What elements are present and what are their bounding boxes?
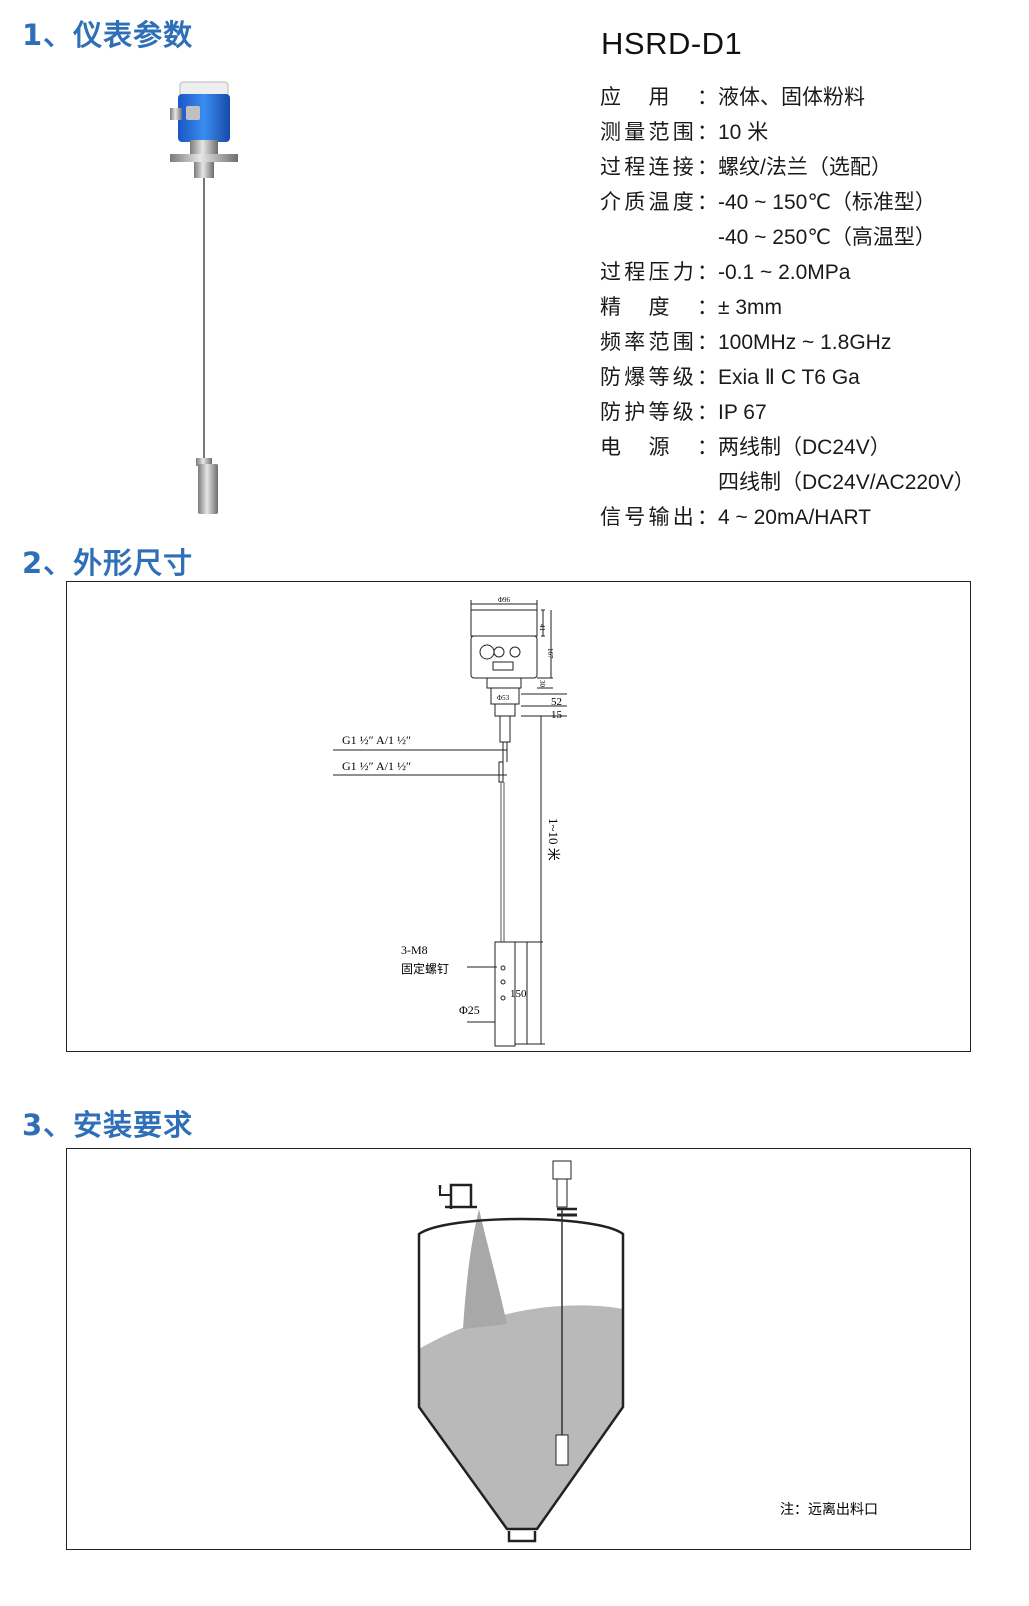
spec-value: 四线制（DC24V/AC220V） — [718, 471, 975, 494]
spec-row: 防爆等级：Exia Ⅱ C T6 Ga — [600, 360, 1025, 395]
dim-167: 167 — [546, 648, 554, 659]
section-title-parameters: 1、仪表参数 — [22, 18, 194, 52]
spec-label: 介质温度： — [600, 190, 718, 214]
spec-value: -40 ~ 250℃（高温型） — [718, 226, 936, 249]
spec-value: -0.1 ~ 2.0MPa — [718, 261, 851, 284]
spec-row: 应用：液体、固体粉料 — [600, 80, 1025, 115]
installation-drawing: 注：远离出料口 — [417, 1160, 878, 1543]
spec-label: 过程压力： — [600, 260, 718, 284]
dim-flange: Φ53 — [497, 694, 510, 702]
spec-value: 两线制（DC24V） — [718, 436, 891, 459]
spec-row: 测量范围：10 米 — [600, 115, 1025, 150]
spec-value: IP 67 — [718, 401, 767, 424]
section-title-dimensions: 2、外形尺寸 — [22, 546, 194, 580]
spec-row: -40 ~ 250℃（高温型） — [600, 220, 1025, 255]
spec-label: 过程连接： — [600, 155, 718, 179]
spec-row: 电源：两线制（DC24V） — [600, 430, 1025, 465]
spec-row: 防护等级：IP 67 — [600, 395, 1025, 430]
spec-row: 过程压力：-0.1 ~ 2.0MPa — [600, 255, 1025, 290]
spec-value: -40 ~ 150℃（标准型） — [718, 191, 936, 214]
spec-value: 10 米 — [718, 121, 769, 144]
spec-label: 频率范围： — [600, 330, 718, 354]
screw-code: 3-M8 — [401, 943, 428, 957]
spec-value: Exia Ⅱ C T6 Ga — [718, 366, 860, 389]
thread-label-2: G1 ½″ A/1 ½″ — [342, 759, 411, 773]
dim-52: 52 — [551, 696, 562, 708]
spec-row: 过程连接：螺纹/法兰（选配） — [600, 150, 1025, 185]
dimension-drawing: Φ96 41 167 30 Φ53 52 15 G1 ½″ A/1 ½″ G1 … — [333, 596, 567, 1047]
dim-41: 41 — [538, 624, 546, 632]
spec-value: 螺纹/法兰（选配） — [718, 156, 892, 179]
dim-weight-diameter: Φ25 — [459, 1003, 480, 1017]
dimension-drawing-panel: Φ96 41 167 30 Φ53 52 15 G1 ½″ A/1 ½″ G1 … — [66, 581, 971, 1052]
spec-row: 精度：± 3mm — [600, 290, 1025, 325]
install-note: 注：远离出料口 — [780, 1501, 878, 1518]
spec-row: 四线制（DC24V/AC220V） — [600, 465, 1025, 500]
dim-rod-length: 1~10 米 — [546, 818, 561, 861]
dim-15: 15 — [551, 709, 563, 721]
spec-value: 100MHz ~ 1.8GHz — [718, 331, 892, 354]
spec-list: 应用：液体、固体粉料 测量范围：10 米 过程连接：螺纹/法兰（选配） 介质温度… — [600, 80, 1025, 535]
spec-value: 4 ~ 20mA/HART — [718, 506, 872, 529]
spec-label: 测量范围： — [600, 120, 718, 144]
dim-30: 30 — [538, 680, 546, 688]
spec-label: 防护等级： — [600, 400, 718, 424]
spec-label: 应用： — [600, 85, 718, 109]
spec-value: ± 3mm — [718, 296, 783, 319]
section-title-installation: 3、安装要求 — [22, 1108, 194, 1142]
spec-value: 液体、固体粉料 — [718, 86, 865, 109]
installation-drawing-panel: 注：远离出料口 — [66, 1148, 971, 1550]
spec-row: 频率范围：100MHz ~ 1.8GHz — [600, 325, 1025, 360]
dim-head-width: Φ96 — [498, 596, 511, 604]
model-number: HSRD-D1 — [601, 26, 743, 61]
spec-label: 信号输出： — [600, 505, 718, 529]
product-photo — [170, 81, 238, 514]
spec-label: 精度： — [600, 295, 718, 319]
spec-row: 信号输出：4 ~ 20mA/HART — [600, 500, 1025, 535]
screw-label: 固定螺钉 — [401, 961, 449, 976]
dim-150: 150 — [510, 988, 527, 1000]
spec-label: 电源： — [600, 435, 718, 459]
spec-label: 防爆等级： — [600, 365, 718, 389]
spec-row: 介质温度：-40 ~ 150℃（标准型） — [600, 185, 1025, 220]
thread-label-1: G1 ½″ A/1 ½″ — [342, 733, 411, 747]
